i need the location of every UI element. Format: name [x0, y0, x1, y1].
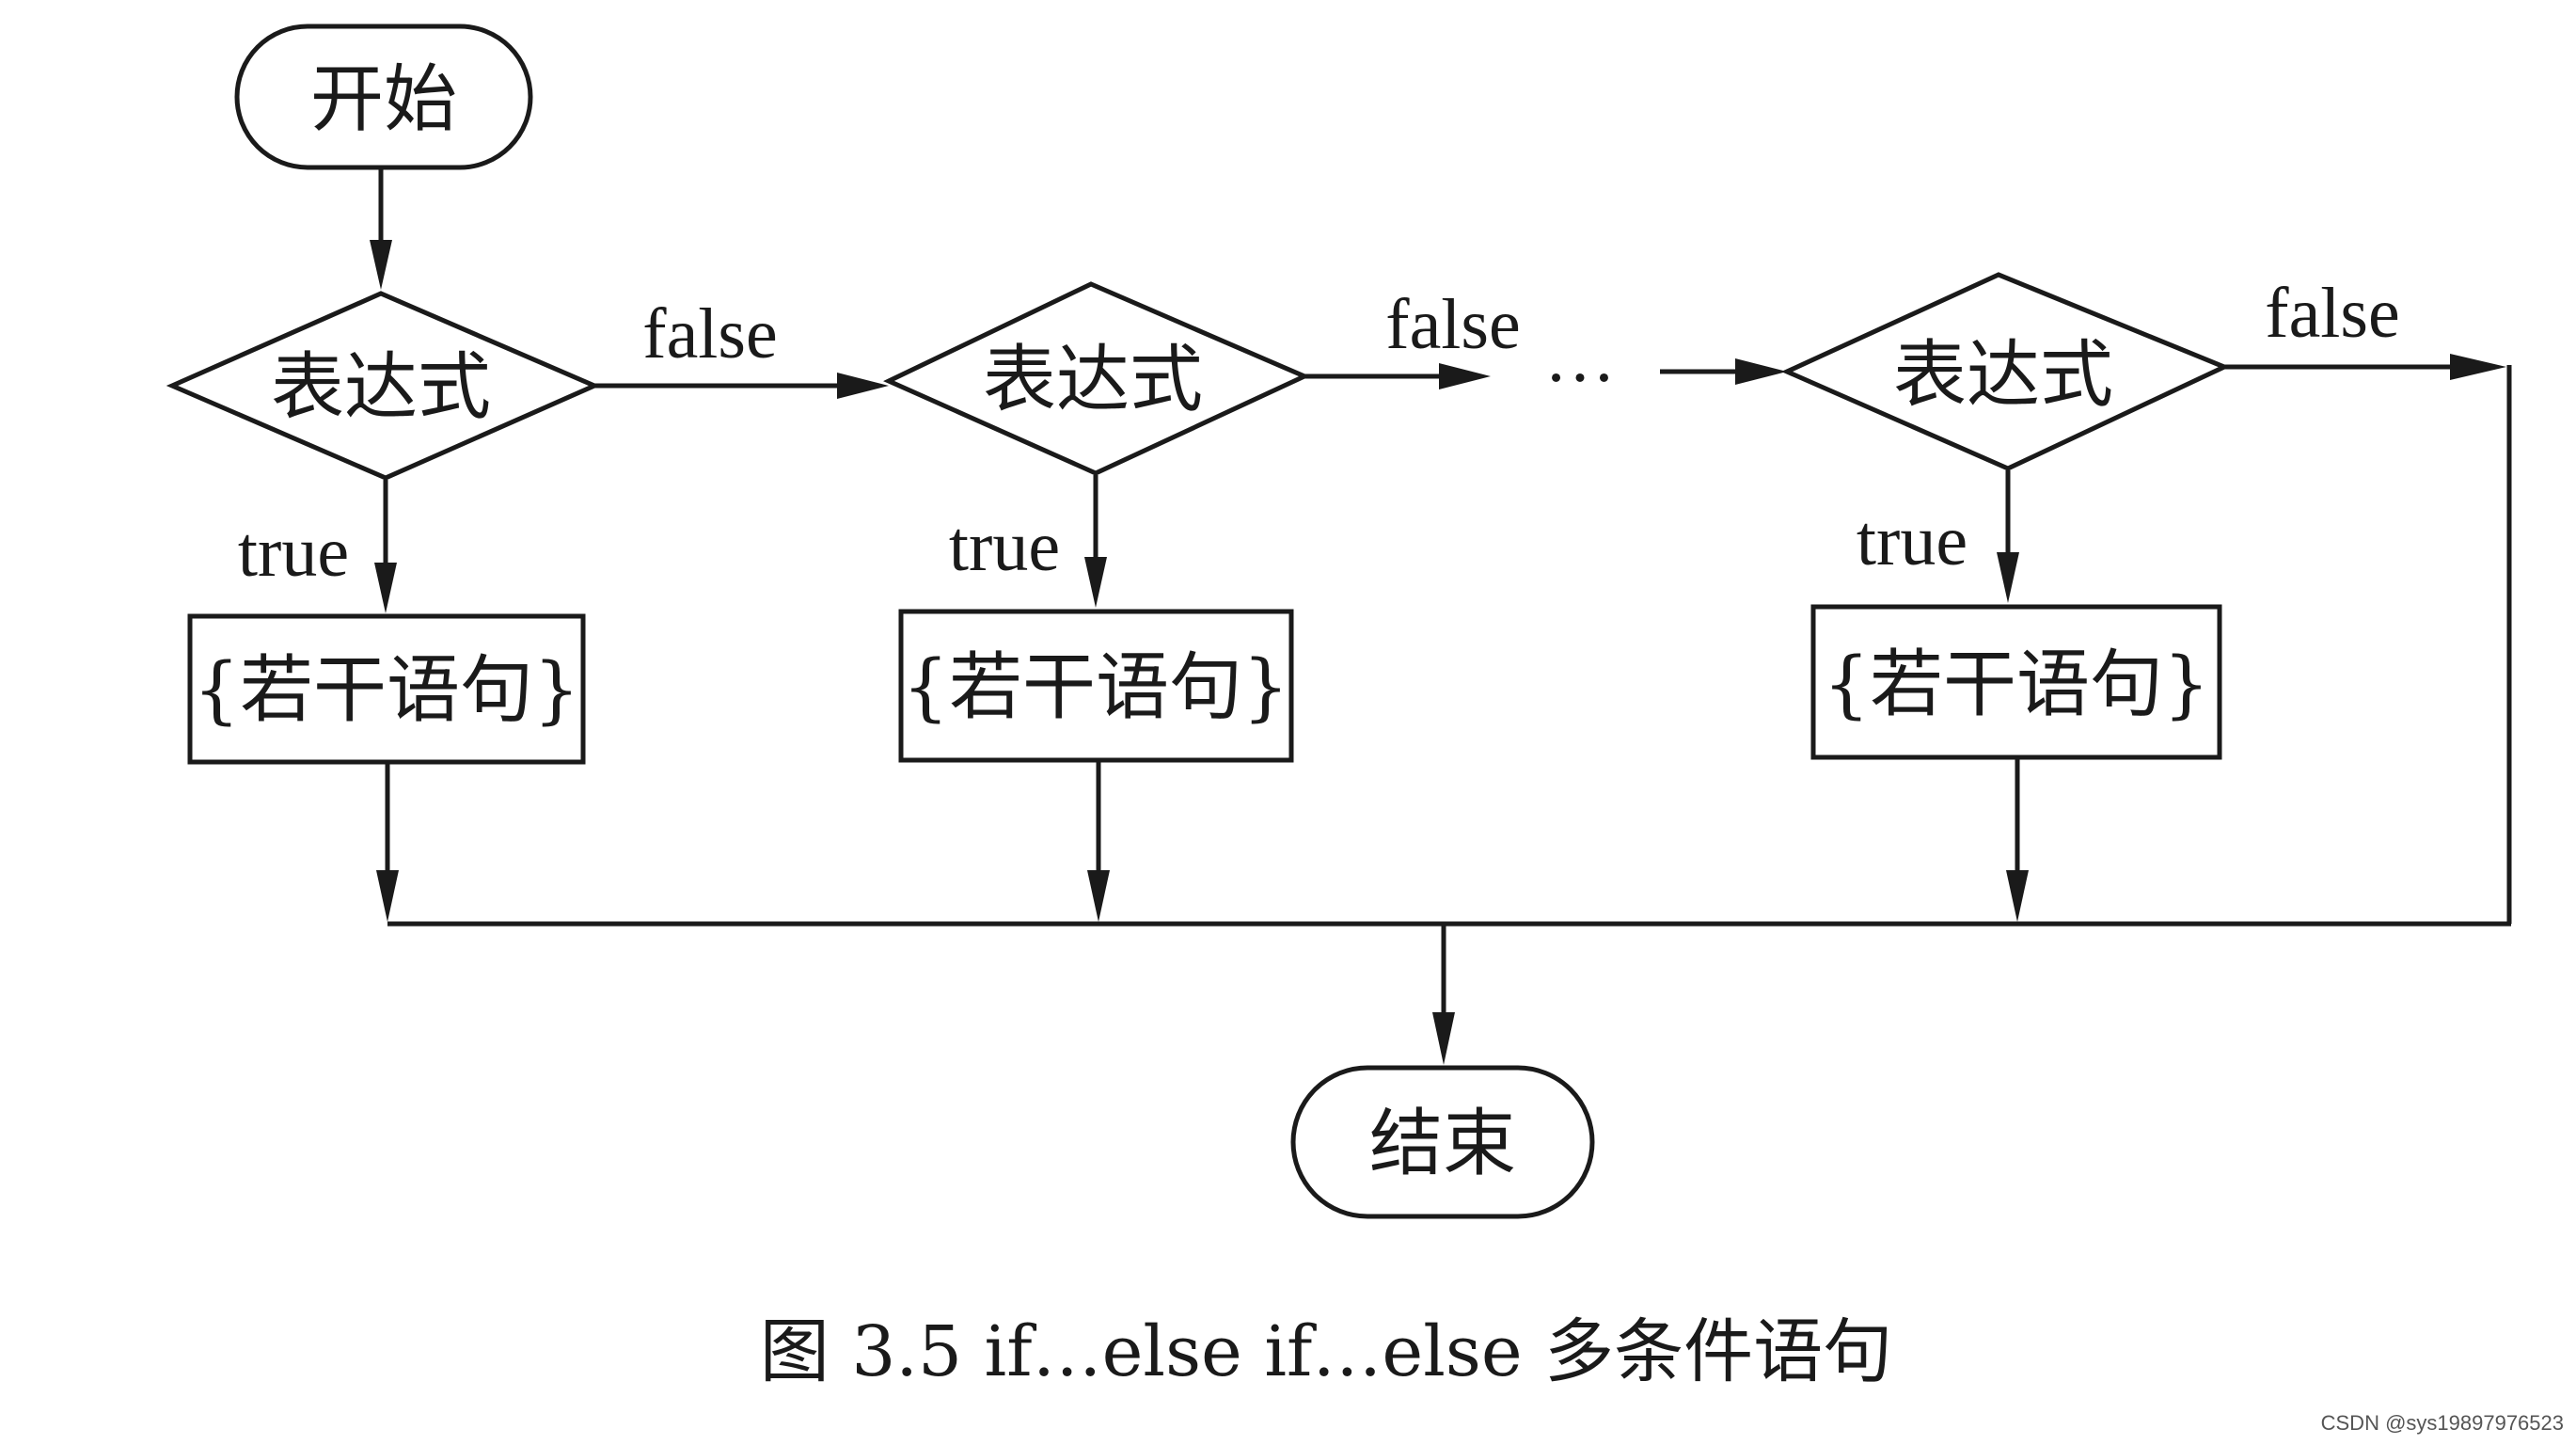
arrowhead-cond1	[370, 240, 392, 290]
decision-node-3: 表达式	[1780, 272, 2231, 471]
arrowhead-bus1	[376, 870, 399, 922]
arrowhead-cond3	[1735, 358, 1787, 385]
false-label-2: false	[1385, 285, 1520, 364]
arrowhead-stmt2	[1084, 557, 1107, 608]
statement-label-2: {若干语句}	[902, 645, 1288, 730]
arrowhead-bus2	[1087, 870, 1110, 922]
statement-node-1: {若干语句}	[187, 613, 586, 765]
decision-label-2: 表达式	[983, 338, 1203, 422]
false-label-1: false	[642, 294, 777, 373]
decision-node-1: 表达式	[166, 291, 601, 481]
statement-label-1: {若干语句}	[193, 648, 579, 733]
statement-label-3: {若干语句}	[1823, 643, 2209, 727]
arrowhead-stmt3	[1997, 552, 2019, 603]
ellipsis-label: …	[1544, 318, 1616, 397]
statement-node-3: {若干语句}	[1810, 604, 2222, 760]
arrowhead-right-rail	[2450, 354, 2506, 380]
start-label: 开始	[310, 57, 457, 142]
true-label-2: true	[949, 507, 1060, 586]
true-label-1: true	[238, 513, 349, 592]
arrowhead-bus3	[2006, 870, 2029, 922]
end-node: 结束	[1290, 1065, 1595, 1219]
connectors	[370, 167, 2512, 1065]
arrowhead-end	[1432, 1012, 1455, 1065]
arrowhead-stmt1	[374, 563, 397, 613]
figure-caption: 图 3.5 if…else if…else 多条件语句	[760, 1311, 1892, 1392]
decision-node-2: 表达式	[883, 281, 1311, 476]
decision-label-1: 表达式	[271, 345, 491, 430]
decision-label-3: 表达式	[1893, 333, 2113, 418]
watermark: CSDN @sys19897976523	[2321, 1411, 2564, 1435]
false-label-3: false	[2265, 274, 2399, 353]
start-node: 开始	[234, 24, 533, 170]
end-label: 结束	[1369, 1102, 1516, 1186]
statement-node-2: {若干语句}	[898, 609, 1294, 763]
true-label-3: true	[1857, 501, 1968, 580]
arrowhead-cond2	[837, 373, 889, 399]
arrowhead-ellipsis	[1439, 363, 1491, 389]
